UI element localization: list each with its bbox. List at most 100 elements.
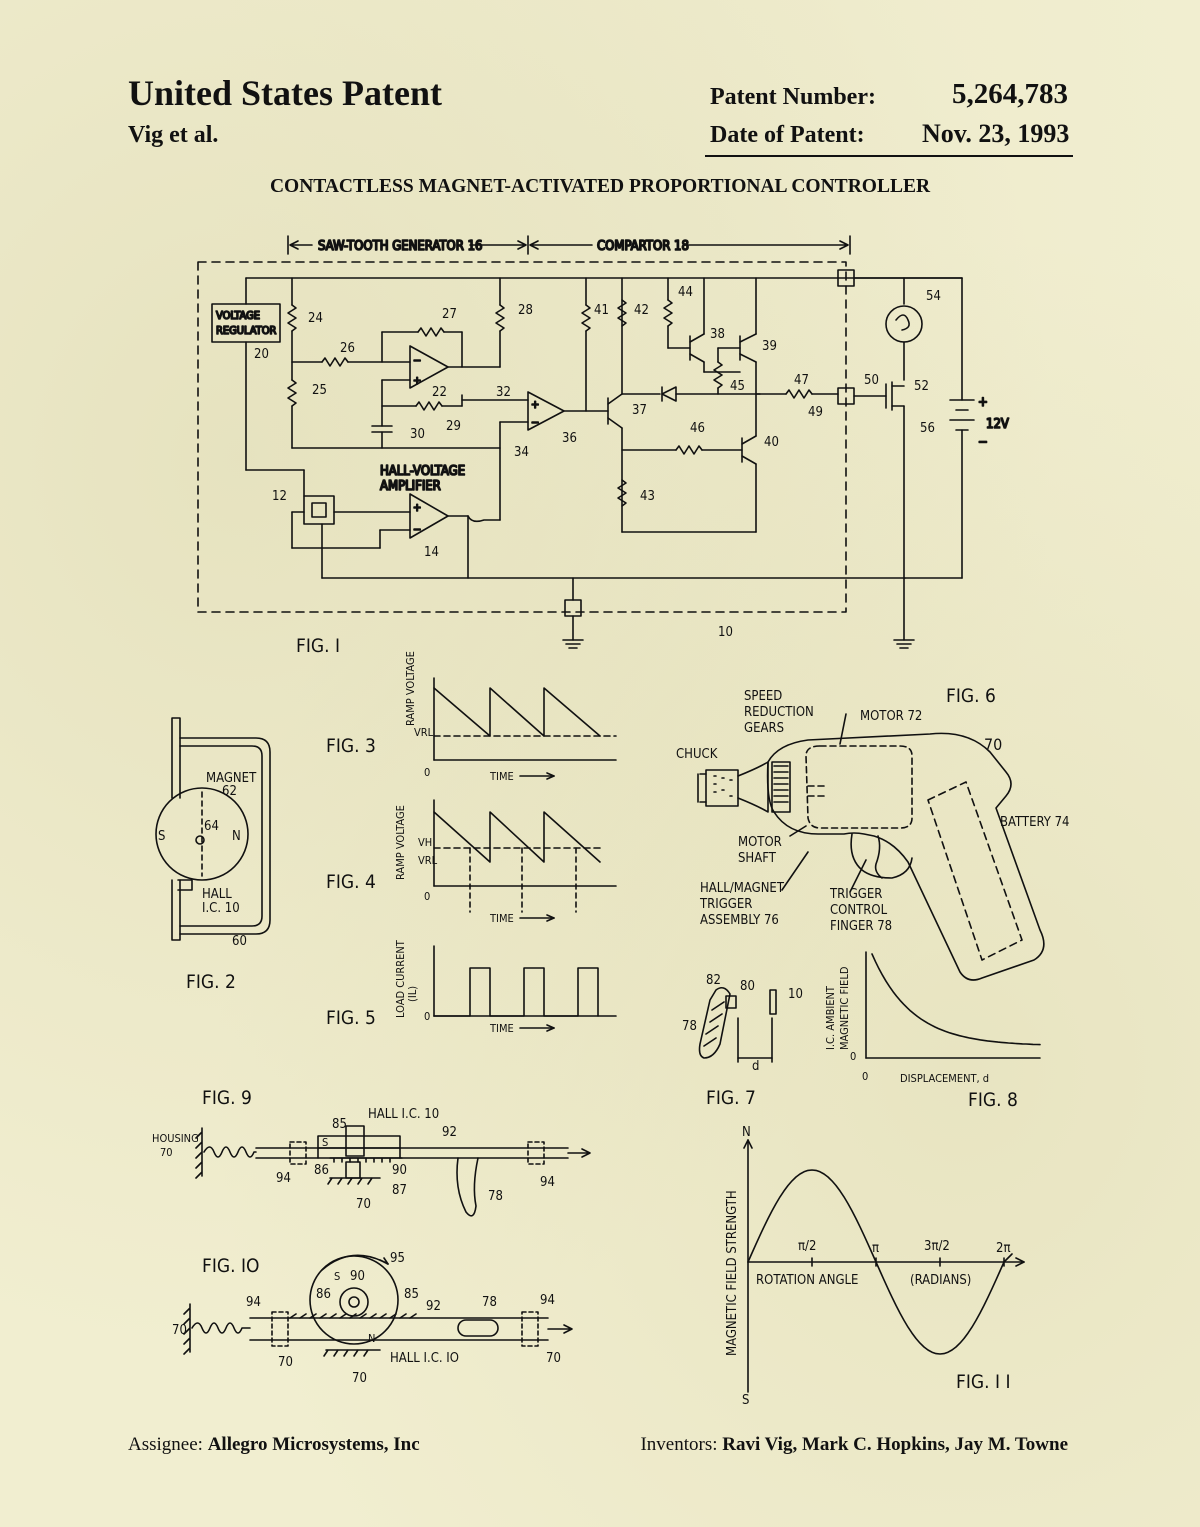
ref-41: 41 [594,303,609,318]
fig5-origin: 0 [424,1010,430,1023]
ref-10: 10 [718,625,733,640]
fig9-94a: 94 [276,1171,291,1186]
fig5-label: FIG. 5 [326,1007,376,1029]
patent-number-label: Patent Number: [710,84,876,110]
fig8-origin-x: 0 [862,1070,868,1083]
fig10-86: 86 [316,1287,331,1302]
fig2-magnet-housing: MAGNET 62 64 S N HALL I.C. 10 60 FIG. 2 [155,717,271,993]
fig6-gears-2: REDUCTION [744,705,814,720]
fig6-gears-1: SPEED [744,689,782,704]
svg-text:−: − [413,523,421,536]
fig6-motor: MOTOR 72 [860,709,922,724]
ref-28: 28 [518,303,533,318]
fig6-chuck: CHUCK [676,747,718,762]
fig9-70: 70 [356,1197,371,1212]
ref-40: 40 [764,435,779,450]
fig10-n: N [368,1332,375,1345]
inventors: Inventors: Ravi Vig, Mark C. Hopkins, Ja… [640,1434,1068,1456]
fig7-82: 82 [706,973,721,988]
fig10-hall: HALL I.C. IO [390,1351,459,1366]
fig3-vrl: VRL [414,726,434,739]
fig10-94b: 94 [540,1293,555,1308]
fig11-top: N [742,1125,751,1140]
ref-38: 38 [710,327,725,342]
ref-24: 24 [308,311,323,326]
fig11-label: FIG. I I [956,1371,1010,1393]
fig11-tick-2: π [872,1241,879,1256]
fig4-label: FIG. 4 [326,871,376,893]
fig1-vreg-label-1: VOLTAGE [216,309,260,322]
assignee: Assignee: Allegro Microsystems, Inc [128,1434,420,1456]
fig1-circuit: SAW-TOOTH GENERATOR 16 COMPARTOR 18 VOLT… [197,235,1010,657]
ref-47: 47 [794,373,809,388]
fig9-90: 90 [392,1163,407,1178]
svg-text:+: + [413,374,421,387]
assignee-name: Allegro Microsystems, Inc [207,1434,420,1455]
fig2-64: 64 [204,819,219,834]
svg-text:−: − [978,435,988,450]
fig2-label: FIG. 2 [186,971,236,993]
fig11-tick-1: π/2 [798,1239,816,1254]
fig11-xlabel: ROTATION ANGLE [756,1273,858,1288]
fig3-xlabel: TIME [489,770,514,783]
fig3-origin: 0 [424,766,430,779]
fig4-vrl: VRL [418,854,438,867]
fig2-magnet: MAGNET [206,771,257,786]
fig6-hall-2: TRIGGER [699,897,752,912]
ref-43: 43 [640,489,655,504]
fig10-s: S [334,1270,340,1283]
fig1-vreg-label-2: REGULATOR [216,324,277,337]
svg-text:−: − [531,416,539,429]
fig5-load-current: LOAD CURRENT (IL) 0 TIME FIG. 5 [326,939,617,1035]
fig4-vh: VH [418,836,432,849]
fig8-field-vs-displacement: I.C. AMBIENT MAGNETIC FIELD 0 0 DISPLACE… [824,951,1041,1111]
fig9-94b: 94 [540,1175,555,1190]
fig9-s: S [322,1136,328,1149]
fig7-trigger: 82 80 10 78 d FIG. 7 [682,973,803,1109]
fig6-gears-3: GEARS [744,721,784,736]
fig6-drill: SPEED REDUCTION GEARS MOTOR 72 CHUCK 70 … [676,685,1069,981]
svg-text:+: + [978,395,988,410]
fig8-ylabel-1: I.C. AMBIENT [824,985,837,1050]
fig4-xlabel: TIME [489,912,514,925]
ref-27: 27 [442,307,457,322]
ref-29: 29 [446,419,461,434]
fig10-94a: 94 [246,1295,261,1310]
inventors-label: Inventors: [640,1434,718,1455]
fig5-ylabel-2: (IL) [406,986,419,1002]
fig10-90: 90 [350,1269,365,1284]
fig6-70: 70 [984,735,1002,754]
fig9-86: 86 [314,1163,329,1178]
ref-39: 39 [762,339,777,354]
ref-42: 42 [634,303,649,318]
fig6-shaft-2: SHAFT [738,851,777,866]
fig4-ylabel: RAMP VOLTAGE [394,805,407,880]
svg-text:+: + [413,501,421,514]
fig8-xlabel: DISPLACEMENT, d [900,1072,989,1085]
fig6-trigger-3: FINGER 78 [830,919,892,934]
patent-number: 5,264,783 [952,78,1068,110]
ref-37: 37 [632,403,647,418]
fig2-s: S [158,829,165,844]
fig9-92: 92 [442,1125,457,1140]
fig10-70d: 70 [546,1351,561,1366]
ref-46: 46 [690,421,705,436]
fig9-slider: HOUSING 70 HALL I.C. 10 85 S 92 94 86 90… [152,1087,591,1217]
fig9-housing-1: HOUSING [152,1132,199,1145]
fig8-ylabel-2: MAGNETIC FIELD [838,966,851,1050]
fig9-87: 87 [392,1183,407,1198]
fig2-n: N [232,829,241,844]
fig1-12v-label: 12V [986,417,1009,432]
ref-14: 14 [424,545,439,560]
fig9-label: FIG. 9 [202,1087,252,1109]
fig11-tick-4: 2π [996,1241,1010,1256]
fig7-d: d [752,1059,759,1074]
ref-25: 25 [312,383,327,398]
fig10-85: 85 [404,1287,419,1302]
fig10-70b: 70 [278,1355,293,1370]
ref-36: 36 [562,431,577,446]
fig9-78: 78 [488,1189,503,1204]
fig1-sawtooth-label: SAW-TOOTH GENERATOR 16 [318,239,482,254]
fig1-label: FIG. I [296,635,340,657]
fig2-ic: I.C. 10 [202,901,240,916]
